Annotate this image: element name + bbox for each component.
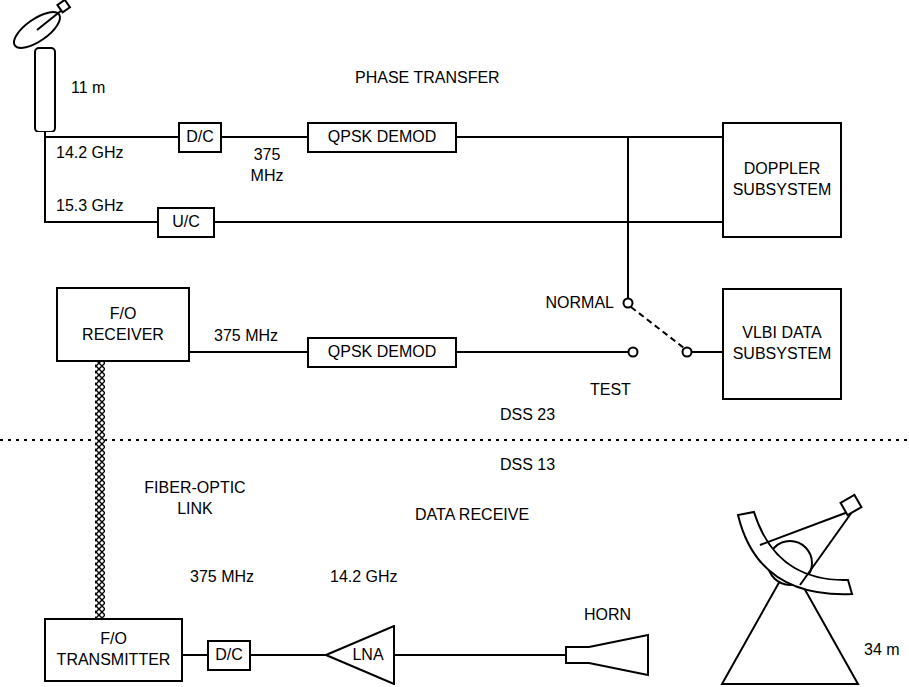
switch-pole [683, 348, 692, 357]
annotation-label: DATA RECEIVE [415, 505, 529, 526]
annotation-label: DSS 23 [500, 405, 555, 426]
node-label: LNA [336, 645, 383, 666]
horn-shape [566, 635, 648, 675]
annotation-label: 34 m [864, 640, 900, 661]
signal-line [45, 132, 157, 222]
antenna-dish [9, 6, 66, 55]
signal-line [190, 351, 307, 353]
amplifier-triangle: LNA [325, 625, 395, 685]
feed-box [841, 495, 862, 515]
feed-strut [800, 512, 852, 585]
frequency-label: 14.2 GHz [54, 143, 126, 164]
node-label: F/O TRANSMITTER [51, 629, 176, 671]
antenna-mount [35, 48, 55, 132]
antenna-11m: 11 m [5, 0, 117, 132]
node-label: QPSK DEMOD [328, 127, 436, 148]
feed-horn: HORN [565, 605, 650, 680]
frequency-label: 375 MHz [240, 145, 294, 187]
signal-line [251, 654, 325, 656]
signal-line [45, 132, 178, 137]
node-label: 11 m [71, 78, 105, 99]
signal-line [215, 221, 722, 223]
node-label: F/O RECEIVER [73, 304, 173, 346]
horn-outline [565, 633, 650, 677]
subsystem-box: VLBI DATA SUBSYSTEM [722, 288, 842, 400]
node-label: QPSK DEMOD [328, 342, 436, 363]
frequency-label: 15.3 GHz [54, 196, 126, 217]
annotation-label: PHASE TRANSFER [355, 68, 500, 89]
annotation-label: FIBER-OPTIC LINK [140, 478, 250, 520]
receiver-box: F/O RECEIVER [56, 287, 190, 362]
signal-line [222, 136, 307, 138]
switch-contact [629, 348, 638, 357]
demodulator-box: QPSK DEMOD [307, 122, 457, 153]
downconverter-box: D/C [207, 640, 251, 671]
annotation-label: 14.2 GHz [330, 567, 398, 588]
annotation-label: DSS 13 [500, 455, 555, 476]
node-label: DOPPLER SUBSYSTEM [732, 159, 832, 201]
annotation-label: 375 MHz [190, 567, 254, 588]
node-label: U/C [172, 212, 200, 233]
signal-line [395, 654, 565, 656]
node-label: HORN [565, 605, 650, 626]
feed-strut [37, 10, 62, 30]
antenna-34m [722, 495, 861, 684]
amplifier-triangle [326, 626, 394, 684]
site-divider [0, 439, 909, 441]
frequency-label: 375 MHz [212, 326, 280, 347]
annotation-label: TEST [590, 380, 631, 401]
downconverter-box: D/C [178, 122, 222, 153]
feed-box [57, 0, 70, 12]
signal-line [457, 137, 722, 352]
switch-contact [624, 299, 633, 308]
antenna-dish [738, 512, 852, 594]
node-label: D/C [186, 127, 214, 148]
signal-line [457, 351, 722, 353]
node-label: D/C [215, 645, 243, 666]
switch-arm [631, 307, 684, 348]
upconverter-box: U/C [157, 207, 215, 238]
fiber-optic-link [95, 362, 105, 618]
signal-line [183, 654, 207, 656]
antenna-drawing [5, 0, 117, 132]
subsystem-box: DOPPLER SUBSYSTEM [722, 122, 842, 238]
transmitter-box: F/O TRANSMITTER [44, 618, 183, 682]
node-label: VLBI DATA SUBSYSTEM [732, 323, 832, 365]
demodulator-box: QPSK DEMOD [307, 337, 457, 368]
annotation-label: NORMAL [518, 293, 614, 314]
feed-strut [760, 512, 848, 545]
